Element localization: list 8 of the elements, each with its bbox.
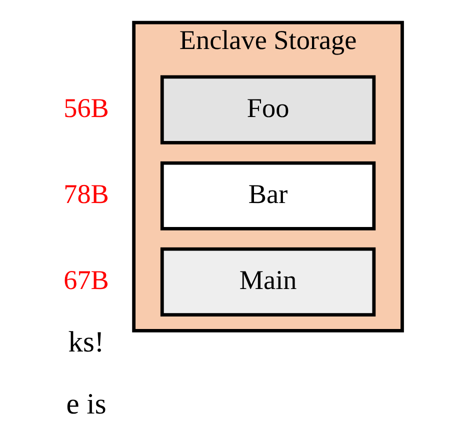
node-box: Foo <box>160 74 376 144</box>
label: ks! <box>68 326 104 358</box>
label: 67B <box>63 264 108 294</box>
node-box: Main <box>160 246 376 316</box>
label: 56B <box>63 92 108 122</box>
label: 78B <box>63 178 108 208</box>
label: e is <box>66 388 106 420</box>
node-box: Bar <box>160 160 376 230</box>
